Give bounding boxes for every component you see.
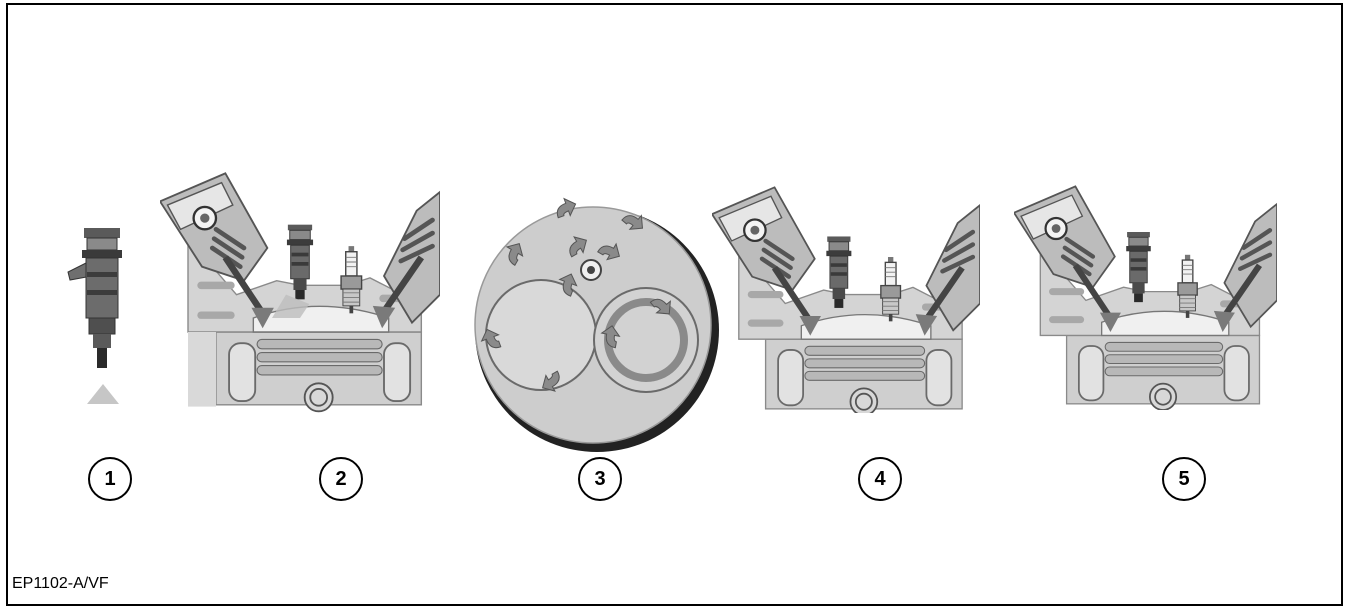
fuel-spray-icon	[87, 384, 119, 404]
callout-3: 3	[578, 457, 622, 501]
cylinder-head-section-panel-2	[160, 173, 440, 411]
cylinder-head-section-panel-4	[712, 187, 980, 415]
callout-4: 4	[858, 457, 902, 501]
injector-icon	[68, 228, 122, 404]
combustion-chamber-top-view	[475, 196, 719, 452]
callout-5: 5	[1162, 457, 1206, 501]
cylinder-head-section-panel-5	[1014, 186, 1277, 410]
callout-1: 1	[88, 457, 132, 501]
callout-2: 2	[319, 457, 363, 501]
figure-reference-code: EP1102-A/VF	[12, 575, 109, 593]
